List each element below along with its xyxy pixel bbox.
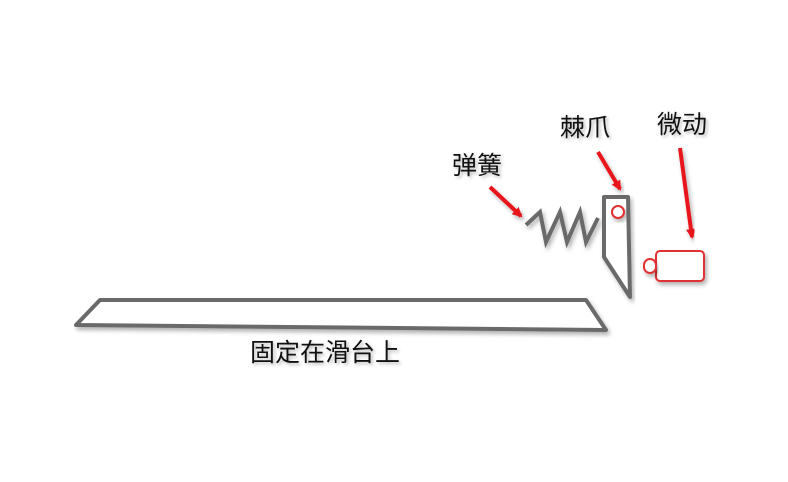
pawl-label: 棘爪 (560, 113, 611, 142)
pawl-body (602, 195, 632, 299)
microswitch-arrow (678, 147, 696, 239)
microswitch-plunger (643, 258, 657, 274)
pawl-pivot (611, 205, 625, 219)
pawl-arrow (596, 150, 622, 191)
spring-arrow (488, 185, 523, 218)
slide-rail (74, 298, 608, 332)
spring-coil (524, 205, 600, 249)
spring-label: 弹簧 (452, 151, 503, 180)
microswitch-label: 微动 (657, 110, 708, 139)
microswitch-body (655, 250, 705, 282)
rail-caption: 固定在滑台上 (250, 338, 401, 367)
